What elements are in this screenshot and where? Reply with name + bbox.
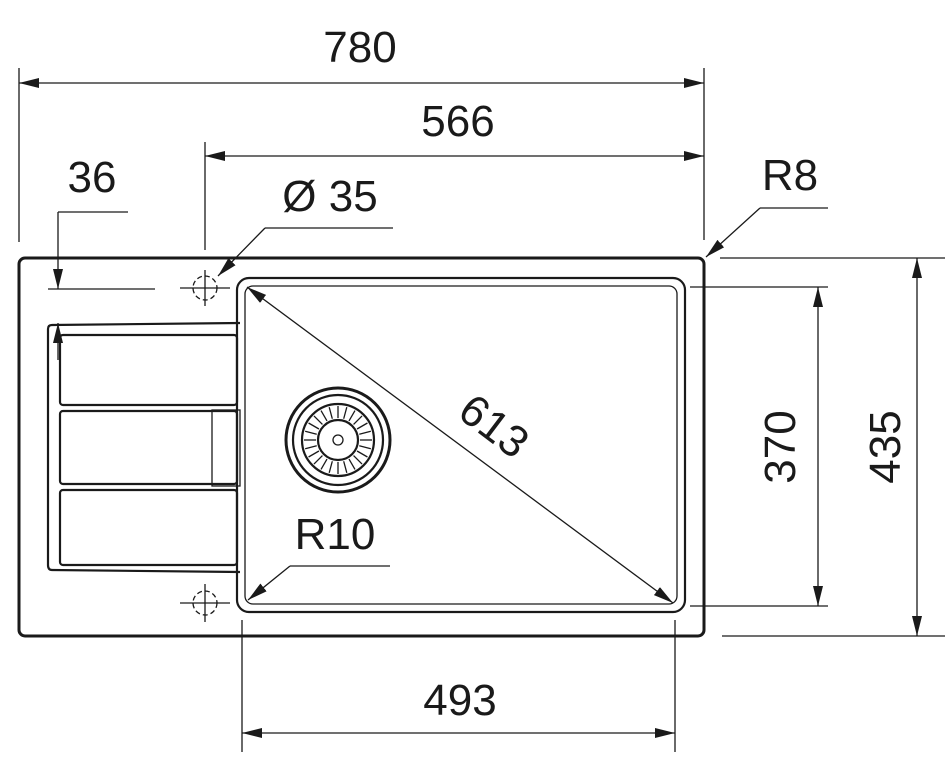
strainer-slot <box>308 450 320 458</box>
dim-bowl-width: 493 <box>423 676 496 725</box>
dim-bowl-diagonal: 613 <box>450 385 538 468</box>
drain-strainer-icon <box>284 386 392 494</box>
dim-bowl-corner-radius: R10 <box>295 510 376 559</box>
strainer-slot <box>320 458 328 470</box>
dim-tap-hole: Ø 35 <box>282 172 377 221</box>
strainer-slot <box>353 455 363 465</box>
dim-edge-offset: 36 <box>68 153 117 202</box>
strainer-slot <box>356 422 368 430</box>
strainer-slot <box>304 430 317 435</box>
dim-overall-width: 780 <box>323 23 396 72</box>
strainer-slot <box>328 406 333 419</box>
tap-hole-top <box>180 270 230 306</box>
strainer-slot <box>320 410 328 422</box>
dim-bowl-depth: 370 <box>756 410 805 483</box>
strainer-slot <box>343 406 348 419</box>
strainer-slot <box>328 461 333 474</box>
tap-hole-bottom <box>180 584 230 622</box>
dim-bowl-offset-width: 566 <box>421 97 494 146</box>
strainer-slot <box>353 415 363 425</box>
dim-corner-radius-outer: R8 <box>762 151 818 200</box>
strainer-slot <box>348 410 356 422</box>
sink-outline <box>17 256 706 638</box>
strainer-slot <box>308 422 320 430</box>
strainer-slot <box>359 430 372 435</box>
strainer-slot <box>343 461 348 474</box>
strainer-slot <box>304 445 317 450</box>
drainer <box>46 321 241 574</box>
strainer-slot <box>313 415 323 425</box>
strainer-slot <box>348 458 356 470</box>
dim-overall-depth: 435 <box>861 410 910 483</box>
strainer-slot <box>359 445 372 450</box>
dimension-lines <box>18 68 945 752</box>
strainer-slot <box>356 450 368 458</box>
strainer-slot <box>313 455 323 465</box>
